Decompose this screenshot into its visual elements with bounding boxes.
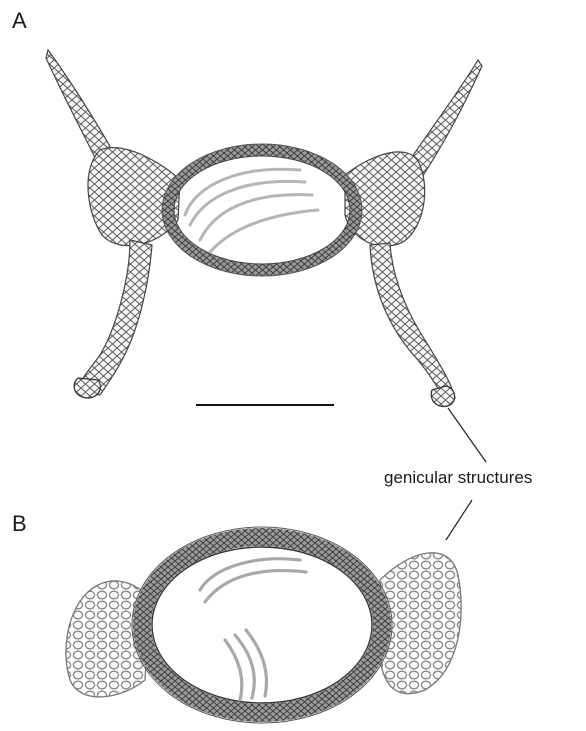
interior-fibres-b	[200, 559, 306, 700]
lower-right-arm	[370, 243, 455, 402]
knob-right	[431, 386, 454, 407]
knob-left	[74, 378, 100, 398]
callout-line-to-a	[448, 408, 486, 462]
lower-left-arm	[80, 240, 152, 395]
interior-fibres-a	[185, 169, 318, 252]
panel-b-illustration	[66, 527, 461, 723]
callout-line-to-b	[446, 500, 472, 540]
central-ring-a	[168, 150, 356, 270]
central-ring-b	[142, 537, 382, 713]
panel-a-illustration	[46, 50, 482, 407]
